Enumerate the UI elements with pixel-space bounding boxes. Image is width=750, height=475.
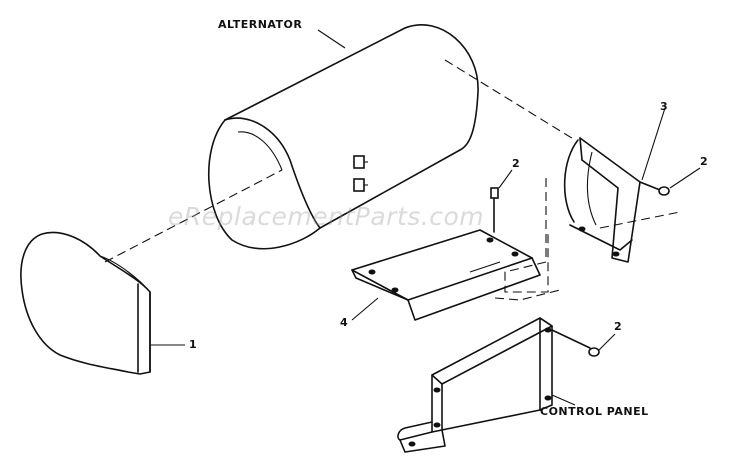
control-panel (397, 317, 576, 453)
alternator-leader (317, 29, 346, 49)
screw-part-2-right (639, 167, 701, 196)
alternator-label: ALTERNATOR (218, 18, 303, 31)
callout-part-1: 1 (189, 338, 197, 351)
bracket-link-line (599, 211, 681, 229)
screw-part-2-top (490, 169, 513, 233)
mounting-plate-part-4 (351, 229, 541, 321)
callout-part-3: 3 (660, 100, 668, 113)
control-panel-label: CONTROL PANEL (540, 405, 649, 418)
screw-part-2-bottom (551, 329, 616, 357)
end-cover-part-1 (20, 231, 185, 375)
callout-part-4: 4 (340, 316, 348, 329)
callout-part-2-top: 2 (512, 157, 520, 170)
connector-line-upper (504, 178, 549, 293)
callout-part-2-bottom: 2 (614, 320, 622, 333)
alternator-axis-line (444, 59, 576, 141)
connector-line-lower (494, 289, 561, 301)
end-cover-axis-line (104, 169, 283, 263)
callout-part-2-right: 2 (700, 155, 708, 168)
bracket-part-3 (563, 107, 666, 263)
watermark: eReplacementParts.com (168, 202, 485, 231)
alternator-cylinder (207, 24, 479, 250)
